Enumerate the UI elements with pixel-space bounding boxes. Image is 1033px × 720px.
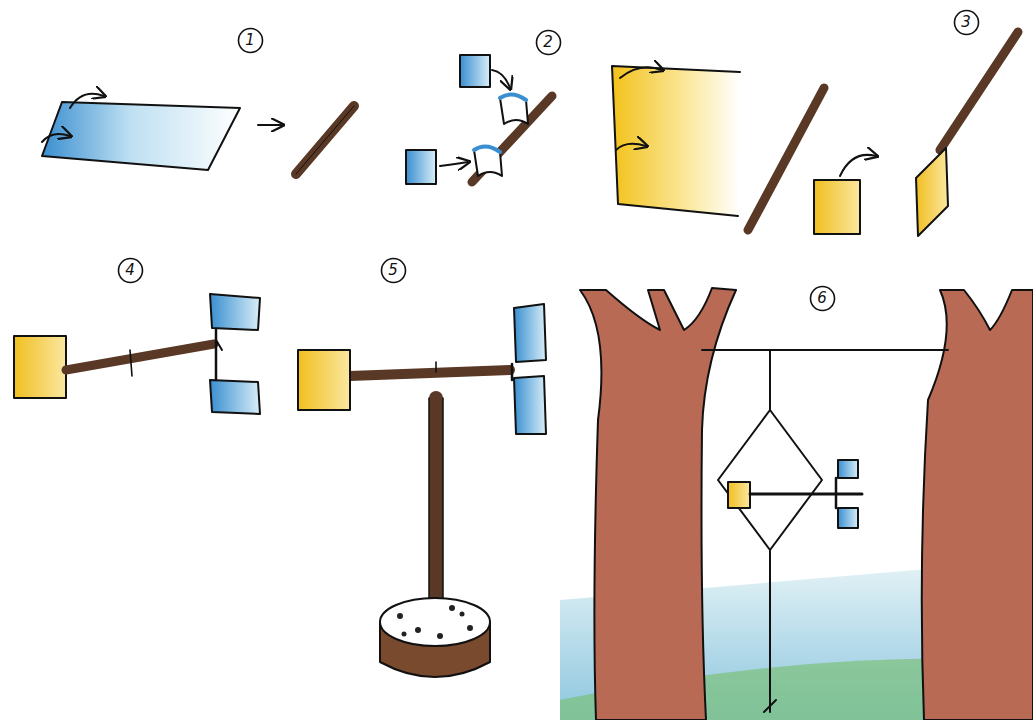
step-number-circle: 3 <box>953 9 980 36</box>
step-number-circle: 6 <box>809 285 836 312</box>
yellow-sheet <box>612 66 740 216</box>
step-number-circle: 5 <box>380 257 407 284</box>
step-number: 4 <box>125 263 135 278</box>
tree-trunk <box>922 290 1033 720</box>
step-number: 2 <box>543 35 553 50</box>
step-number: 6 <box>817 291 827 306</box>
step-number: 5 <box>388 263 398 278</box>
stick <box>748 88 824 230</box>
blue-sheet <box>42 102 240 170</box>
step-number: 3 <box>961 15 971 30</box>
stick <box>940 32 1018 150</box>
step-number-circle: 2 <box>535 29 562 56</box>
step-number: 1 <box>245 33 255 48</box>
tree-trunk <box>580 288 736 720</box>
stick <box>296 106 354 174</box>
step-number-circle: 4 <box>117 257 144 284</box>
step-number-circle: 1 <box>237 27 264 54</box>
